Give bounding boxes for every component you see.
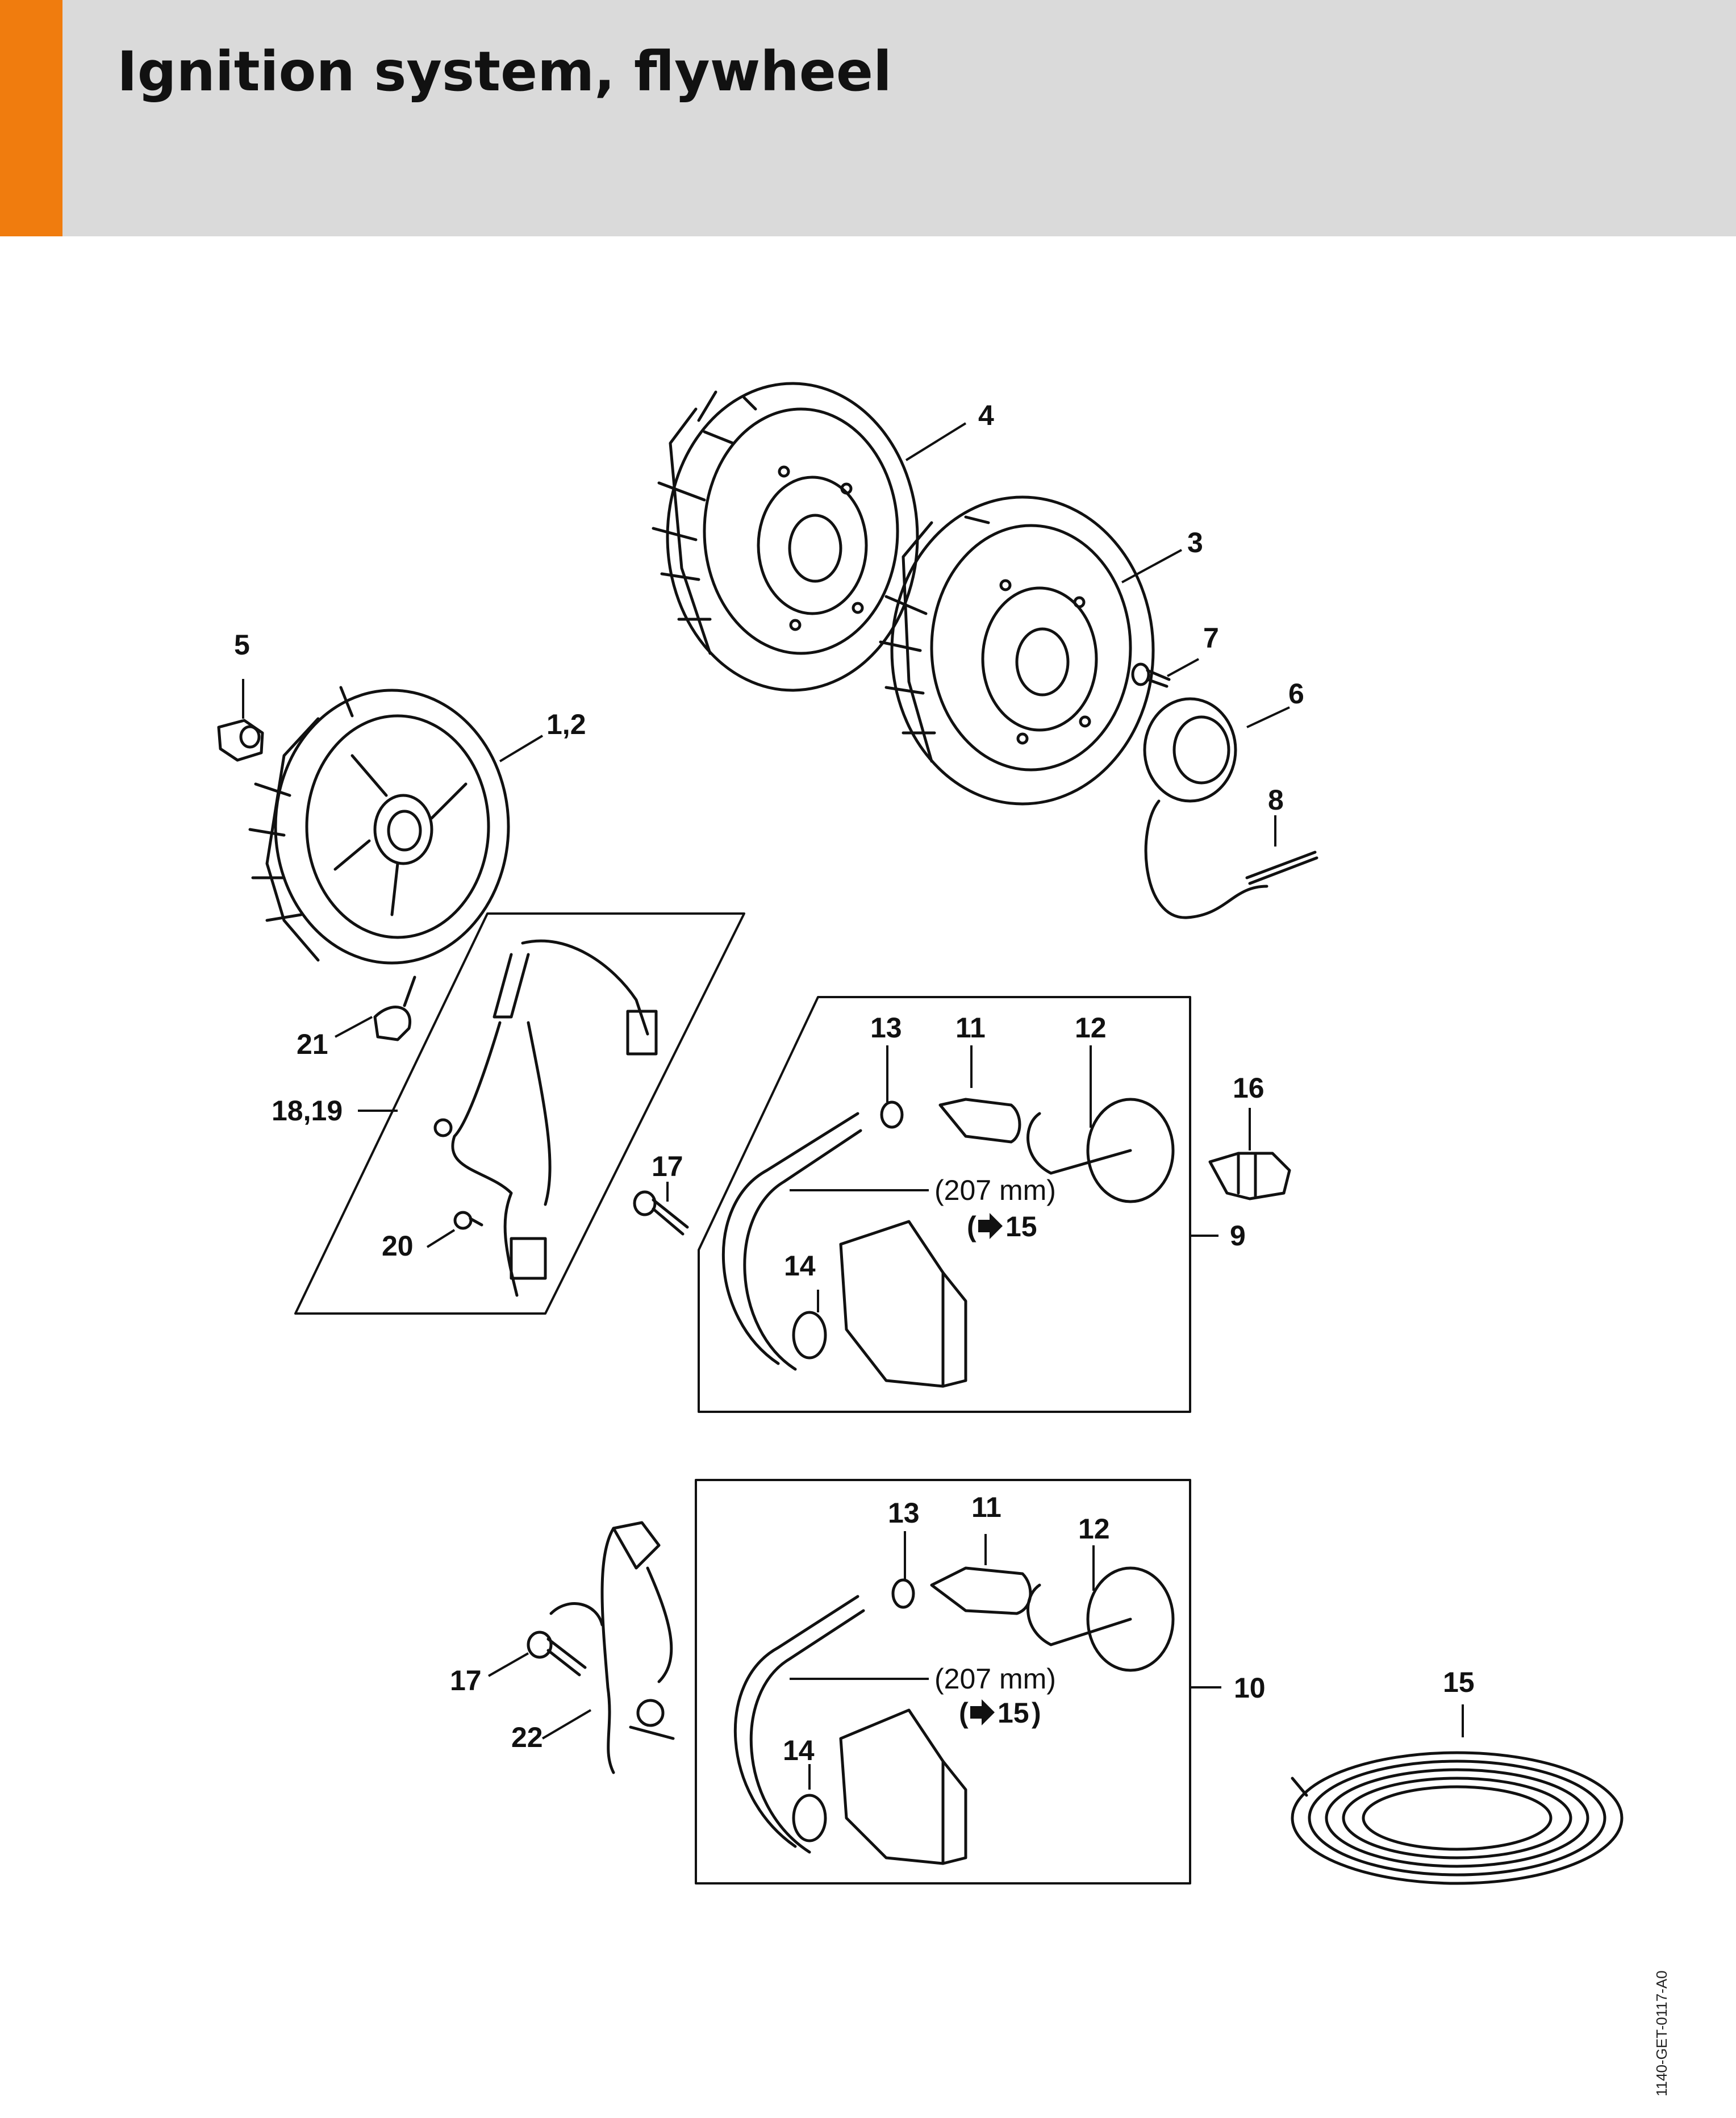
screw-7 [1131,662,1171,688]
clip-21 [373,975,416,1041]
part-labels: 4 3 5 1,2 7 6 8 21 18,19 20 17 13 11 12 … [234,399,1475,1766]
flywheel-3 [879,495,1155,806]
length-annotation-bottom: (207 mm) [934,1663,1056,1695]
label-12-top: 12 [1075,1012,1107,1044]
label-7: 7 [1203,622,1219,654]
nut-5 [217,719,264,762]
label-21: 21 [297,1028,328,1060]
page-title: Ignition system, flywheel [117,40,892,103]
arrow-right-icon [978,1213,1003,1239]
spark-plug-16 [1208,1152,1291,1200]
label-16: 16 [1233,1072,1265,1104]
module-box-10 [695,1479,1191,1884]
label-9: 9 [1230,1220,1246,1252]
ref-paren-close-bottom: ) [1032,1697,1041,1729]
coil-15 [1291,1751,1624,1885]
ref-paren-open-bottom: ( [959,1697,969,1729]
label-12-bottom: 12 [1078,1513,1110,1545]
flywheel-4 [652,382,919,692]
ref-annotation-top: 15 [1005,1211,1037,1243]
pin-8 [1245,850,1318,885]
label-10: 10 [1234,1672,1266,1704]
header-bar [0,0,1736,236]
document-id: 1140-GET-0117-A0 [1653,1970,1670,2096]
harness-22 [549,1521,675,1774]
label-14-top: 14 [784,1250,816,1282]
label-5: 5 [234,629,250,661]
label-8: 8 [1268,784,1284,816]
length-annotation-top: (207 mm) [934,1174,1056,1206]
flywheel-1-2 [248,686,510,965]
arrow-right-icon [970,1699,995,1725]
sensor-6 [1143,697,1268,919]
screw-17-top [633,1190,689,1236]
label-14-bottom: 14 [783,1735,815,1766]
label-20: 20 [382,1230,414,1262]
label-11-bottom: 11 [971,1491,1001,1523]
label-18-19: 18,19 [272,1095,343,1127]
leader-lines [242,422,1464,1790]
screw-20 [453,1211,483,1230]
label-11-top: 11 [955,1012,986,1044]
label-17-bottom: 17 [450,1665,482,1696]
screw-17-bottom [527,1631,587,1677]
ref-paren-open-top: ( [967,1211,976,1243]
accent-stripe [0,0,62,236]
harness-box-18-19 [294,912,745,1315]
ref-annotation-bottom: 15 [998,1697,1029,1729]
label-1-2: 1,2 [546,708,586,740]
label-17-top: 17 [652,1150,683,1182]
label-6: 6 [1288,678,1304,710]
module-box-9 [698,996,1191,1413]
label-22: 22 [511,1721,543,1753]
label-4: 4 [978,399,994,431]
label-13-bottom: 13 [888,1497,920,1529]
label-13-top: 13 [870,1012,902,1044]
label-15: 15 [1443,1666,1475,1698]
measurement-annotations: (207 mm) ( 15 (207 mm) ( 15 ) [934,1174,1056,1729]
label-3: 3 [1187,527,1203,558]
